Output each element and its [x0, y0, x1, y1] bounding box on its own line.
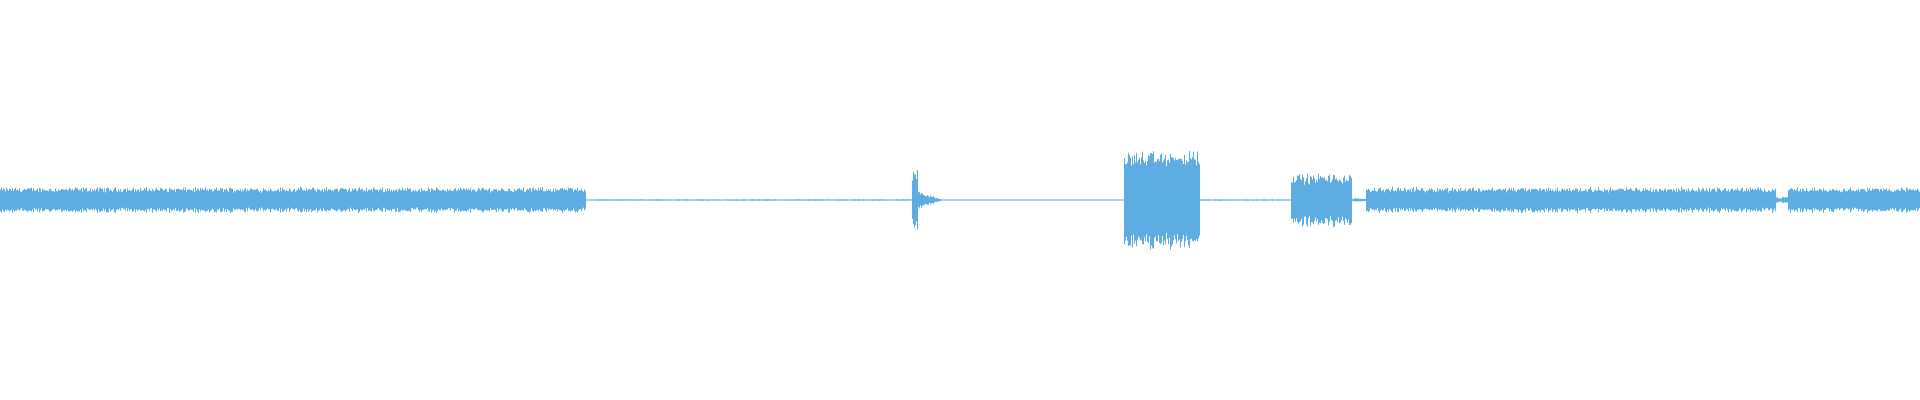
waveform-signal — [0, 151, 1920, 250]
waveform-bars — [0, 151, 1920, 250]
